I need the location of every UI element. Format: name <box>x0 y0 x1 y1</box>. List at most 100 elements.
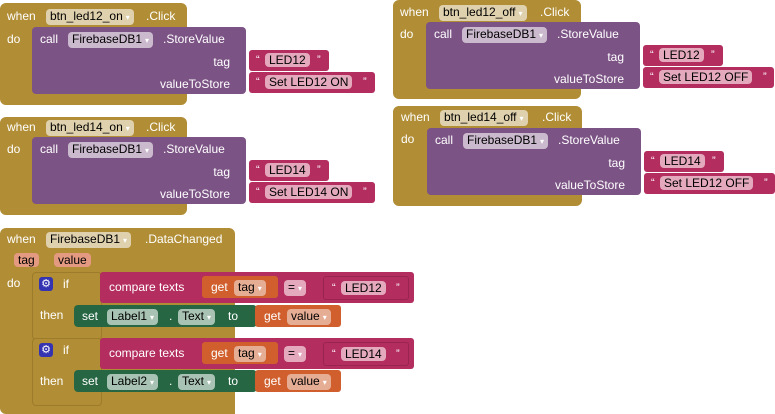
event-block-btn-led12-on[interactable]: when btn_led12_on▾ .Click do call Fireba… <box>0 3 375 105</box>
chevron-down-icon: ▾ <box>519 114 524 123</box>
db-dropdown[interactable]: FirebaseDB1▾ <box>68 142 154 158</box>
text-block-tag[interactable]: “ LED14 ” <box>644 151 724 172</box>
text-block-tag[interactable]: “ LED12 ” <box>643 45 723 66</box>
close-quote-icon: ” <box>363 186 367 198</box>
when-label: when <box>401 110 430 124</box>
component-dropdown[interactable]: btn_led14_off▾ <box>440 110 528 126</box>
var-dropdown[interactable]: tag▾ <box>234 280 266 296</box>
db-dropdown[interactable]: FirebaseDB1▾ <box>463 133 549 149</box>
do-label: do <box>401 132 415 146</box>
text-value[interactable]: LED14 <box>265 163 310 177</box>
text-block-tag[interactable]: “ LED12 ” <box>249 50 329 71</box>
param-tag[interactable]: tag <box>14 253 39 267</box>
chevron-down-icon: ▾ <box>125 124 130 133</box>
value-label: valueToStore <box>159 187 230 201</box>
operator-dropdown[interactable]: =▾ <box>284 280 307 296</box>
text-value[interactable]: LED14 <box>341 347 386 361</box>
var-dropdown[interactable]: value▾ <box>287 374 331 390</box>
db-dropdown[interactable]: FirebaseDB1▾ <box>462 27 548 43</box>
event-block-btn-led12-off[interactable]: when btn_led12_off▾ .Click do call Fireb… <box>393 0 774 99</box>
property-name: Text <box>182 309 205 323</box>
text-block[interactable]: “ LED12 ” <box>323 276 409 300</box>
var-dropdown[interactable]: tag▾ <box>234 346 266 362</box>
call-block[interactable]: call FirebaseDB1▾ .StoreValue tag valueT… <box>32 137 246 204</box>
event-block-btn-led14-off[interactable]: when btn_led14_off▾ .Click do call Fireb… <box>393 106 775 206</box>
get-value-block-1[interactable]: get value▾ <box>255 305 341 327</box>
var-dropdown[interactable]: value▾ <box>287 309 331 325</box>
call-label: call <box>434 27 453 41</box>
component-name: Label1 <box>111 309 148 323</box>
chevron-down-icon: ▾ <box>123 236 128 245</box>
text-value[interactable]: Set LED12 OFF <box>659 70 753 84</box>
text-value[interactable]: LED14 <box>660 154 705 168</box>
do-label: do <box>7 276 21 290</box>
text-value[interactable]: Set LED12 OFF <box>660 176 754 190</box>
then-label: then <box>40 308 64 322</box>
component-dropdown[interactable]: btn_led12_on▾ <box>46 9 134 25</box>
gear-icon[interactable]: ⚙ <box>39 343 53 357</box>
when-label: when <box>400 5 429 19</box>
when-label: when <box>7 9 36 23</box>
component-dropdown[interactable]: FirebaseDB1▾ <box>46 232 132 248</box>
method-name: .StoreValue <box>163 32 225 46</box>
dot-label: . <box>169 374 173 388</box>
when-label: when <box>7 120 36 134</box>
method-name: .StoreValue <box>558 133 620 147</box>
close-quote-icon: ” <box>396 282 400 294</box>
text-value[interactable]: LED12 <box>659 48 704 62</box>
chevron-down-icon: ▾ <box>125 13 130 22</box>
property-dropdown[interactable]: Text▾ <box>178 309 216 325</box>
compare-texts-block-2[interactable]: compare texts get tag▾ =▾ “ LED14 ” <box>100 338 414 369</box>
get-block[interactable]: get tag▾ <box>202 342 278 364</box>
set-block-2[interactable]: set Label2▾ . Text▾ to <box>74 370 257 392</box>
text-value[interactable]: LED12 <box>265 53 310 67</box>
close-quote-icon: ” <box>711 49 715 61</box>
do-label: do <box>7 142 21 156</box>
component-dropdown[interactable]: btn_led12_off▾ <box>439 5 527 21</box>
method-name: .StoreValue <box>557 27 619 41</box>
call-block[interactable]: call FirebaseDB1▾ .StoreValue tag valueT… <box>426 22 640 89</box>
operator-dropdown[interactable]: =▾ <box>284 346 307 362</box>
get-label: get <box>211 280 228 294</box>
tag-label: tag <box>213 55 230 69</box>
chevron-down-icon: ▾ <box>150 378 155 387</box>
component-dropdown[interactable]: Label1▾ <box>107 309 159 325</box>
text-block-value[interactable]: “ Set LED12 OFF ” <box>643 67 774 88</box>
operator: = <box>288 346 296 360</box>
chevron-down-icon: ▾ <box>207 313 212 322</box>
value-label: valueToStore <box>554 178 625 192</box>
text-value[interactable]: LED12 <box>341 281 386 295</box>
open-quote-icon: “ <box>651 155 655 167</box>
text-value[interactable]: Set LED14 ON <box>265 185 353 199</box>
text-block-value[interactable]: “ Set LED12 ON ” <box>249 72 375 93</box>
property-dropdown[interactable]: Text▾ <box>178 374 216 390</box>
text-block-value[interactable]: “ Set LED14 ON ” <box>249 182 375 203</box>
property-name: Text <box>182 374 205 388</box>
get-block[interactable]: get tag▾ <box>202 276 278 298</box>
db-dropdown[interactable]: FirebaseDB1▾ <box>68 32 154 48</box>
text-block-value[interactable]: “ Set LED12 OFF ” <box>644 173 775 194</box>
text-block-tag[interactable]: “ LED14 ” <box>249 160 329 181</box>
open-quote-icon: “ <box>332 282 336 294</box>
set-block-1[interactable]: set Label1▾ . Text▾ to <box>74 305 257 327</box>
value-label: valueToStore <box>159 77 230 91</box>
gear-icon[interactable]: ⚙ <box>39 277 53 291</box>
close-quote-icon: ” <box>317 164 321 176</box>
call-block[interactable]: call FirebaseDB1▾ .StoreValue tag valueT… <box>32 27 246 94</box>
call-label: call <box>40 142 59 156</box>
chevron-down-icon: ▾ <box>322 378 327 387</box>
text-value[interactable]: Set LED12 ON <box>265 75 353 89</box>
get-value-block-2[interactable]: get value▾ <box>255 370 341 392</box>
call-block[interactable]: call FirebaseDB1▾ .StoreValue tag valueT… <box>427 128 641 195</box>
component-dropdown[interactable]: Label2▾ <box>107 374 159 390</box>
db-name: FirebaseDB1 <box>467 133 538 147</box>
set-label: set <box>82 309 99 323</box>
event-block-btn-led14-on[interactable]: when btn_led14_on▾ .Click do call Fireba… <box>0 117 375 215</box>
component-dropdown[interactable]: btn_led14_on▾ <box>46 120 134 136</box>
close-quote-icon: ” <box>764 177 768 189</box>
var-name: value <box>291 309 320 323</box>
param-value[interactable]: value <box>54 253 91 267</box>
text-block[interactable]: “ LED14 ” <box>323 342 409 366</box>
compare-texts-block-1[interactable]: compare texts get tag▾ =▾ “ LED12 ” <box>100 272 414 303</box>
open-quote-icon: “ <box>256 186 260 198</box>
